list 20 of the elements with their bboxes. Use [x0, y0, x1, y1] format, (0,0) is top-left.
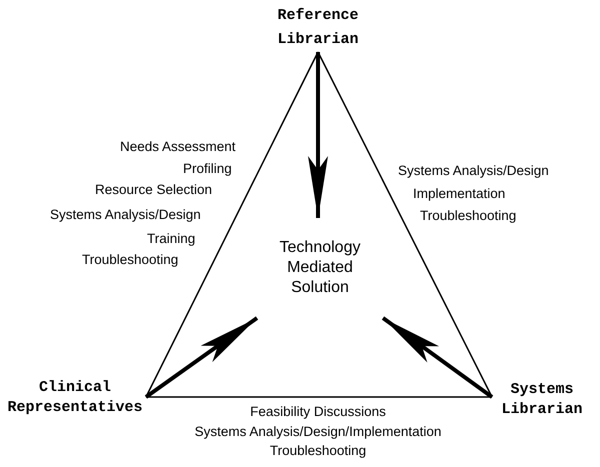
task-label: Systems Analysis/Design: [50, 206, 201, 223]
task-label: Troubleshooting: [270, 442, 366, 459]
task-label: Implementation: [413, 185, 506, 202]
task-label: Resource Selection: [95, 181, 212, 198]
task-label: Systems Analysis/Design/Implementation: [194, 423, 442, 440]
arrow: [382, 316, 494, 399]
node-label: Technology Mediated Solution: [252, 218, 388, 318]
arrow: [308, 52, 328, 218]
connector-line: [146, 396, 492, 398]
task-label: Profiling: [183, 160, 232, 177]
task-label: Training: [147, 230, 196, 247]
task-label: Feasibility Discussions: [250, 403, 386, 420]
node-label: Reference Librarian: [253, 4, 383, 52]
task-label: Needs Assessment: [120, 138, 236, 155]
task-label: Troubleshooting: [420, 207, 516, 224]
task-label: Systems Analysis/Design: [398, 162, 549, 179]
task-label: Troubleshooting: [82, 251, 178, 268]
node-label: Clinical Representatives: [4, 378, 146, 418]
arrow: [144, 316, 258, 399]
node-label: Systems Librarian: [492, 380, 592, 420]
